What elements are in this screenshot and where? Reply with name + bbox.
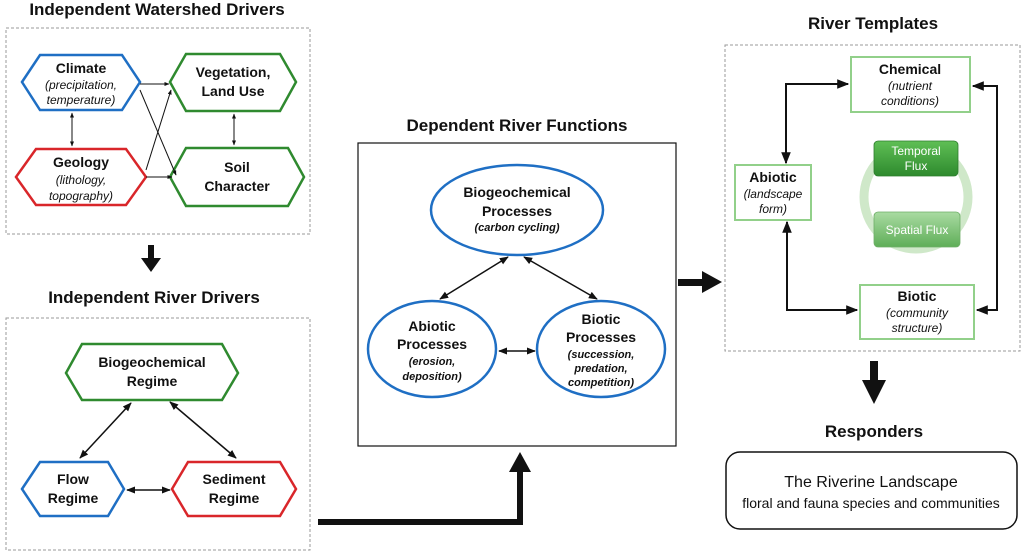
spatial-flux-box	[873, 211, 961, 248]
biogeochemical-processes-title-2: Processes	[482, 203, 552, 219]
watershed-panel	[5, 27, 311, 235]
functions-title: Dependent River Functions	[406, 116, 627, 135]
chemical-sub-2: conditions)	[881, 94, 939, 108]
biogeochemical-regime-title-1: Biogeochemical	[98, 354, 205, 370]
biogeochemical-processes-sub: (carbon cycling)	[475, 222, 560, 234]
chemical-title: Chemical	[879, 61, 941, 77]
arrow-templates-to-responders	[862, 361, 886, 404]
biotic-processes-node: Biotic Processes (succession, predation,…	[535, 299, 667, 399]
watershed-title: Independent Watershed Drivers	[29, 0, 284, 19]
river-drivers-panel	[5, 317, 311, 551]
flow-regime-title-2: Regime	[48, 490, 99, 506]
river-drivers-connectors	[79, 401, 237, 494]
climate-title: Climate	[56, 60, 107, 76]
sediment-regime-title-1: Sediment	[202, 471, 265, 487]
vegetation-node: Vegetation, Land Use	[168, 52, 298, 113]
biotic-template-title: Biotic	[898, 288, 937, 304]
geology-sub-2: topography)	[49, 189, 113, 203]
river-drivers-title: Independent River Drivers	[48, 288, 260, 307]
climate-sub-1: (precipitation,	[45, 78, 117, 92]
biogeochemical-regime-title-2: Regime	[127, 373, 178, 389]
geology-title: Geology	[53, 154, 109, 170]
templates-title: River Templates	[808, 14, 938, 33]
abiotic-processes-title-2: Processes	[397, 336, 467, 352]
vegetation-title-1: Vegetation,	[196, 64, 271, 80]
abiotic-processes-node: Abiotic Processes (erosion, deposition)	[366, 299, 498, 399]
biogeochemical-processes-node: Biogeochemical Processes (carbon cycling…	[429, 163, 605, 257]
abiotic-template-sub-1: (landscape	[744, 187, 803, 201]
riverine-landscape-sub: floral and fauna species and communities	[742, 495, 1000, 511]
biogeochemical-regime-node: Biogeochemical Regime	[64, 342, 240, 402]
climate-sub-2: temperature)	[47, 93, 116, 107]
chemical-sub-1: (nutrient	[888, 79, 933, 93]
arrow-watershed-to-river	[141, 245, 161, 272]
soil-node: Soil Character	[168, 146, 306, 208]
climate-node: Climate (precipitation, temperature)	[20, 53, 142, 112]
riverine-landscape-box	[725, 451, 1018, 530]
biogeochemical-processes-title-1: Biogeochemical	[463, 184, 570, 200]
geology-node: Geology (lithology, topography)	[14, 147, 148, 207]
flow-regime-node: Flow Regime	[20, 460, 126, 518]
riverine-landscape-title: The Riverine Landscape	[784, 474, 958, 491]
templates-connectors	[781, 79, 998, 315]
biotic-processes-title-1: Biotic	[582, 311, 621, 327]
geology-sub-1: (lithology,	[56, 173, 106, 187]
functions-panel	[357, 142, 677, 447]
abiotic-processes-sub-1: (erosion,	[409, 356, 455, 368]
responders-title: Responders	[825, 422, 923, 441]
vegetation-title-2: Land Use	[201, 83, 264, 99]
abiotic-template-sub-2: form)	[759, 202, 787, 216]
biotic-processes-sub-3: competition)	[568, 377, 634, 389]
temporal-flux-line-2: Flux	[905, 159, 928, 173]
abiotic-processes-sub-2: deposition)	[402, 371, 462, 383]
flow-regime-title-1: Flow	[57, 471, 89, 487]
soil-title-1: Soil	[224, 159, 250, 175]
biotic-processes-sub-2: predation,	[573, 363, 627, 375]
chemical-template-node: Chemical (nutrient conditions)	[850, 56, 971, 113]
abiotic-template-title: Abiotic	[749, 169, 797, 185]
functions-connectors	[439, 256, 598, 355]
abiotic-processes-title-1: Abiotic	[408, 318, 456, 334]
arrow-functions-to-templates	[678, 271, 722, 293]
biotic-template-sub-1: (community	[886, 306, 949, 320]
spatial-flux-label: Spatial Flux	[886, 223, 949, 237]
temporal-flux-box	[873, 140, 959, 177]
sediment-regime-title-2: Regime	[209, 490, 260, 506]
biotic-template-sub-2: structure)	[892, 321, 943, 335]
biotic-processes-sub-1: (succession,	[568, 349, 635, 361]
abiotic-template-node: Abiotic (landscape form)	[734, 164, 812, 221]
templates-panel	[724, 44, 1021, 352]
temporal-flux-line-1: Temporal	[891, 144, 940, 158]
soil-title-2: Character	[204, 178, 270, 194]
sediment-regime-node: Sediment Regime	[170, 460, 298, 518]
watershed-connectors	[70, 82, 236, 179]
arrow-river-to-functions	[318, 452, 531, 525]
biotic-template-node: Biotic (community structure)	[859, 284, 975, 340]
biotic-processes-title-2: Processes	[566, 329, 636, 345]
flux-cycle: Temporal Flux Spatial Flux	[859, 140, 973, 254]
